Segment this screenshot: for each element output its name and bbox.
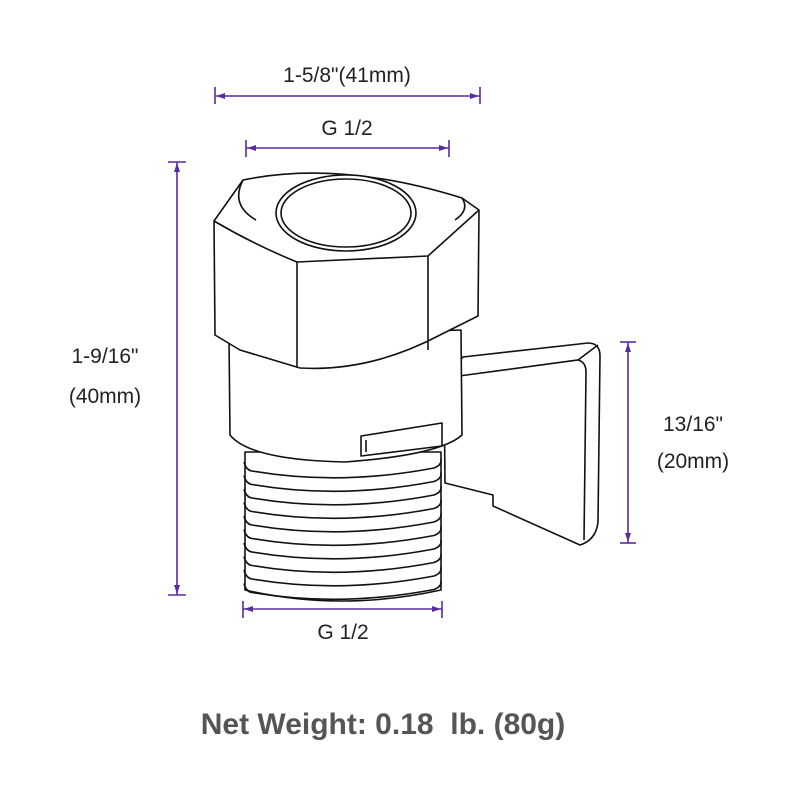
inlet-opening [275, 174, 417, 252]
thread-ridge [243, 485, 442, 506]
dimension-handle [620, 341, 636, 544]
thread-ridge [243, 472, 442, 493]
net-weight: Net Weight: 0.18 lb. (80g) [201, 708, 566, 741]
handle-label-line2: (20mm) [657, 450, 729, 473]
male-thread [243, 451, 442, 602]
handle-label-line1: 13/16" [663, 413, 723, 436]
hex-nut [213, 172, 480, 370]
height-label-line1: 1-9/16" [72, 345, 139, 368]
dimension-top-thread [245, 140, 450, 157]
overall-width-label: 1-5/8"(41mm) [283, 64, 411, 87]
thread-ridge [243, 580, 442, 601]
thread-ridge [243, 566, 442, 587]
shutoff-handle [443, 342, 601, 546]
dimension-overall-width [214, 87, 481, 104]
handle-slot [360, 422, 443, 457]
thread-ridge [243, 512, 442, 533]
bottom-thread-label: G 1/2 [317, 621, 368, 644]
dimension-bottom-thread [242, 601, 443, 618]
thread-ridge [243, 458, 442, 479]
height-label-line2: (40mm) [69, 385, 141, 408]
thread-ridge [243, 526, 442, 547]
thread-ridge [243, 499, 442, 520]
top-thread-label: G 1/2 [321, 117, 372, 140]
dimension-height [168, 161, 186, 596]
thread-ridge [243, 539, 442, 560]
thread-ridge [243, 553, 442, 574]
